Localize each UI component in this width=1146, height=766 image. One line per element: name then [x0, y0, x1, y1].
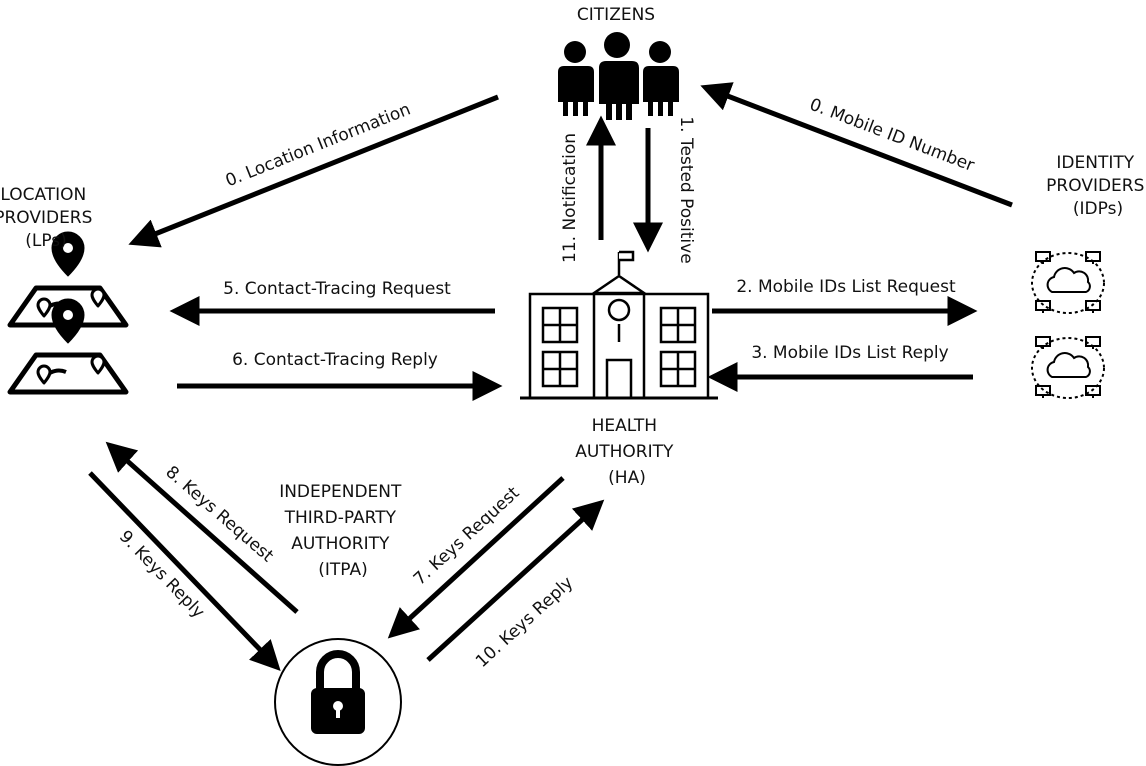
ct-reply-label: 6. Contact-Tracing Reply: [232, 350, 438, 370]
keys-reply-ha-label: 10. Keys Reply: [472, 573, 577, 672]
lock-icon: [274, 638, 402, 766]
cloud-network-icon: [1031, 251, 1105, 314]
keys-request-ha-arrow: [387, 476, 565, 639]
location-info-label: 0. Location Information: [223, 99, 414, 191]
mobile-id-number-arrow: [700, 82, 1013, 208]
keys-request-lp-label: 8. Keys Request: [161, 462, 277, 566]
keys-request-ha-label: 7. Keys Request: [410, 483, 524, 590]
keys-reply-lp-label: 9. Keys Reply: [115, 527, 208, 623]
health-authority-label: HEALTH AUTHORITY (HA): [575, 416, 679, 488]
ct-request-label: 5. Contact-Tracing Request: [223, 279, 451, 299]
people-icon: [558, 32, 679, 120]
keys-reply-ha-arrow: [426, 499, 605, 662]
identity-providers-label: IDENTITY PROVIDERS (IDPs): [1046, 153, 1146, 219]
itpa-label: INDEPENDENT THIRD-PARTY AUTHORITY (ITPA): [279, 482, 407, 580]
ids-request-label: 2. Mobile IDs List Request: [736, 277, 956, 297]
notification-label: 11. Notification: [560, 133, 580, 263]
map-pin-icon: [7, 298, 129, 395]
keys-request-lp-arrow: [105, 441, 299, 614]
citizens-label: CITIZENS: [577, 5, 655, 25]
cloud-network-icon: [1031, 336, 1105, 399]
building-icon: [520, 250, 718, 400]
location-info-arrow: [128, 94, 499, 248]
keys-reply-lp-arrow: [88, 471, 281, 672]
location-providers-label: LOCATION PROVIDERS (LPs): [0, 185, 98, 251]
ids-reply-label: 3. Mobile IDs List Reply: [751, 343, 948, 363]
tested-positive-label: 1. Tested Positive: [676, 116, 696, 263]
